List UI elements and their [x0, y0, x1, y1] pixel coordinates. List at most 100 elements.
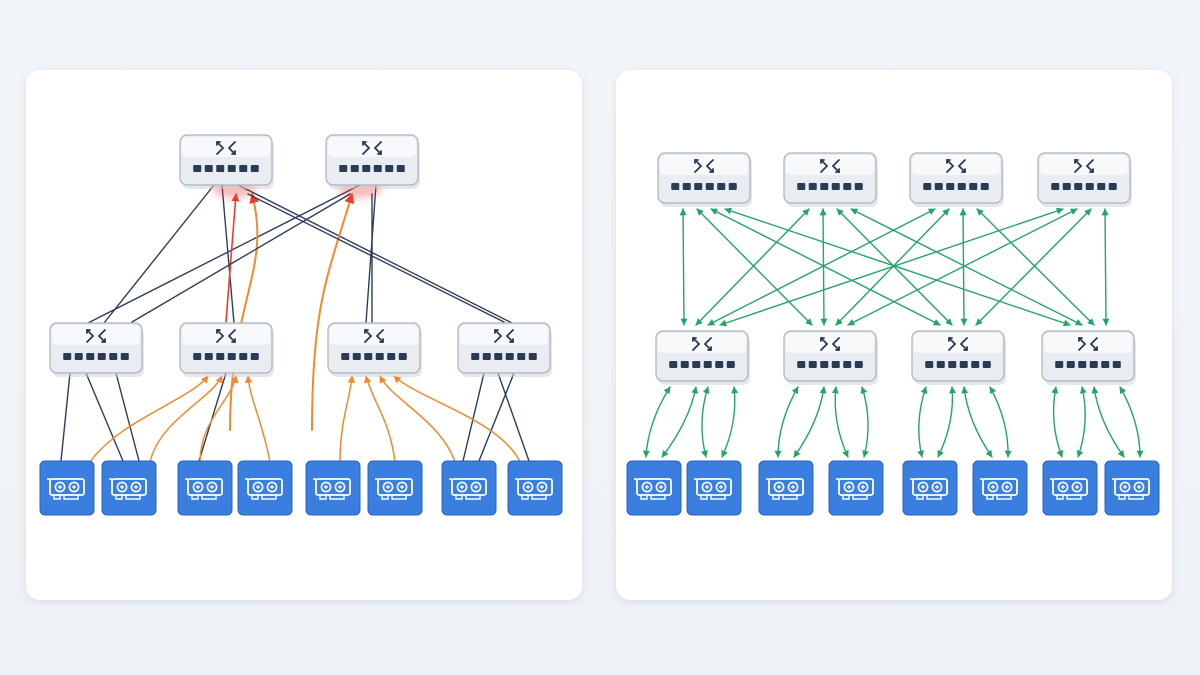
gpu-card-icon — [515, 478, 553, 500]
fabric-link — [1101, 208, 1110, 326]
fabric-link — [975, 208, 1092, 326]
switch-port — [385, 165, 394, 172]
leaf-gpu-link — [937, 386, 957, 458]
switch-port — [1062, 183, 1071, 190]
spine-switch — [325, 134, 420, 189]
leaf-gpu-link — [917, 386, 928, 458]
switch-port — [216, 165, 225, 172]
gpu-card-icon — [1112, 478, 1150, 500]
switch-port — [1055, 361, 1064, 368]
spine-leaf-link — [103, 184, 215, 324]
gpu-card-icon — [109, 478, 147, 500]
spine-switch — [783, 152, 878, 207]
gpu-node — [305, 460, 361, 516]
switch-port — [843, 361, 852, 368]
switch-port — [680, 361, 689, 368]
hotspot-link — [225, 193, 240, 323]
gpu-card-icon — [47, 478, 85, 500]
switch-port — [1074, 183, 1083, 190]
switch-port — [726, 361, 735, 368]
gpu-card-icon — [375, 478, 413, 500]
cross-arrows-icon — [946, 159, 966, 173]
switch-port — [398, 353, 407, 360]
switch-port — [1108, 183, 1117, 190]
switch-port — [923, 183, 932, 190]
leaf-switch — [49, 322, 144, 377]
switch-port — [204, 353, 213, 360]
spine-switch — [179, 134, 274, 189]
switch-port — [339, 165, 348, 172]
gpu-node — [367, 460, 423, 516]
switch-port — [341, 353, 350, 360]
switch-port — [505, 353, 514, 360]
congested-uplink — [311, 193, 355, 431]
gpu-card-icon — [980, 478, 1018, 500]
switch-port — [692, 361, 701, 368]
switch-port — [808, 361, 817, 368]
spine-switch — [909, 152, 1004, 207]
cross-arrows-icon — [1074, 159, 1094, 173]
switch-port — [717, 183, 726, 190]
cross-arrows-icon — [692, 337, 712, 351]
switch-port — [694, 183, 703, 190]
switch-port — [946, 183, 955, 190]
switch-port — [1085, 183, 1094, 190]
fabric-link — [819, 208, 828, 326]
switch-port — [396, 165, 405, 172]
switch-port — [250, 165, 259, 172]
switch-port — [671, 183, 680, 190]
switch-port — [471, 353, 480, 360]
congested-gpu-link — [339, 375, 356, 463]
switch-port — [352, 353, 361, 360]
switch-port — [705, 183, 714, 190]
switch-port — [797, 183, 806, 190]
spine-leaf-link — [247, 193, 505, 323]
leaf-gpu-link — [115, 372, 140, 462]
gpu-node — [507, 460, 563, 516]
fabric-link — [679, 208, 688, 326]
gpu-card-icon — [694, 478, 732, 500]
switch-port — [715, 361, 724, 368]
switch-port — [193, 353, 202, 360]
spine-leaf-link — [237, 184, 513, 324]
leaf-switch — [327, 322, 422, 377]
leaf-switch — [783, 330, 878, 385]
leaf-gpu-link — [478, 372, 515, 462]
switch-port — [831, 183, 840, 190]
switch-port — [728, 183, 737, 190]
switch-port — [362, 165, 371, 172]
switch-port — [682, 183, 691, 190]
switch-port — [1089, 361, 1098, 368]
switch-port — [193, 165, 202, 172]
switch-port — [969, 183, 978, 190]
spine-leaf-link — [131, 193, 351, 323]
leaf-gpu-link — [661, 386, 699, 458]
leaf-gpu-link — [60, 372, 71, 462]
switch-port — [843, 183, 852, 190]
cross-arrows-icon — [86, 329, 106, 343]
leaf-switch — [179, 322, 274, 377]
switch-port — [239, 353, 248, 360]
gpu-node — [1104, 460, 1160, 516]
gpu-card-icon — [313, 478, 351, 500]
leaf-gpu-link — [1091, 386, 1125, 458]
switch-port — [120, 353, 129, 360]
switch-port — [934, 183, 943, 190]
leaf-gpu-link — [961, 386, 993, 458]
gpu-node — [237, 460, 293, 516]
gpu-card-icon — [449, 478, 487, 500]
switch-port — [936, 361, 945, 368]
switch-port — [925, 361, 934, 368]
cross-arrows-icon — [216, 141, 236, 155]
leaf-gpu-link — [1119, 386, 1144, 458]
switch-port — [1078, 361, 1087, 368]
cross-arrows-icon — [216, 329, 236, 343]
gpu-card-icon — [836, 478, 874, 500]
gpu-node — [441, 460, 497, 516]
leaf-gpu-link — [497, 372, 530, 462]
gpu-node — [39, 460, 95, 516]
switch-port — [1097, 183, 1106, 190]
switch-port — [854, 361, 863, 368]
gpu-node — [101, 460, 157, 516]
